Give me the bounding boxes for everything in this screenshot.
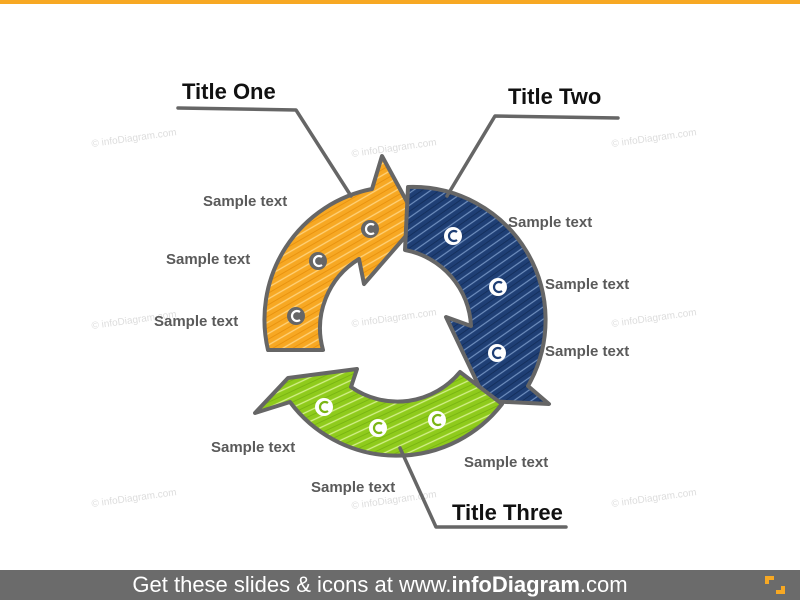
cycle-diagram: © infoDiagram.com © infoDiagram.com © in… [91,79,697,529]
title-one: Title One [182,79,276,104]
currency-icons [287,220,507,437]
footer-prefix: Get these slides & icons at www. [132,572,452,597]
watermark: © infoDiagram.com [611,127,697,150]
leader-line-three [398,446,568,529]
currency-icon [315,398,333,416]
currency-icon [489,278,507,296]
label-two-3: Sample text [545,343,629,360]
currency-icon [309,252,327,270]
currency-icon [287,307,305,325]
label-two-1: Sample text [508,214,592,231]
watermark: © infoDiagram.com [91,127,177,150]
top-accent-bar [0,0,800,4]
label-three-3: Sample text [464,454,548,471]
leader-line-two [445,114,620,198]
currency-icon [369,419,387,437]
currency-icon [488,344,506,362]
title-three: Title Three [452,500,563,525]
leader-line-one [176,106,353,198]
watermark: © infoDiagram.com [91,487,177,510]
label-one-3: Sample text [154,313,238,330]
currency-icon [444,227,462,245]
label-three-2: Sample text [311,479,395,496]
footer-suffix: .com [579,572,628,597]
label-two-2: Sample text [545,276,629,293]
watermark: © infoDiagram.com [351,137,437,160]
watermark: © infoDiagram.com [611,307,697,330]
segment-one-arrow [262,154,420,352]
leader-lines [176,106,620,529]
currency-icon [428,411,446,429]
segment-three-arrow [253,367,504,458]
label-one-1: Sample text [203,193,287,210]
footer-text: Get these slides & icons at www.infoDiag… [0,570,760,600]
label-three-1: Sample text [211,439,295,456]
segment-two-arrow [403,184,551,406]
footer-brand: infoDiagram [451,572,580,597]
label-one-2: Sample text [166,251,250,268]
currency-icon [361,220,379,238]
watermark: © infoDiagram.com [611,487,697,510]
infodiagram-logo-icon [765,576,785,594]
footer-bar: Get these slides & icons at www.infoDiag… [0,570,800,600]
title-two: Title Two [508,84,601,109]
watermark: © infoDiagram.com [351,307,437,330]
